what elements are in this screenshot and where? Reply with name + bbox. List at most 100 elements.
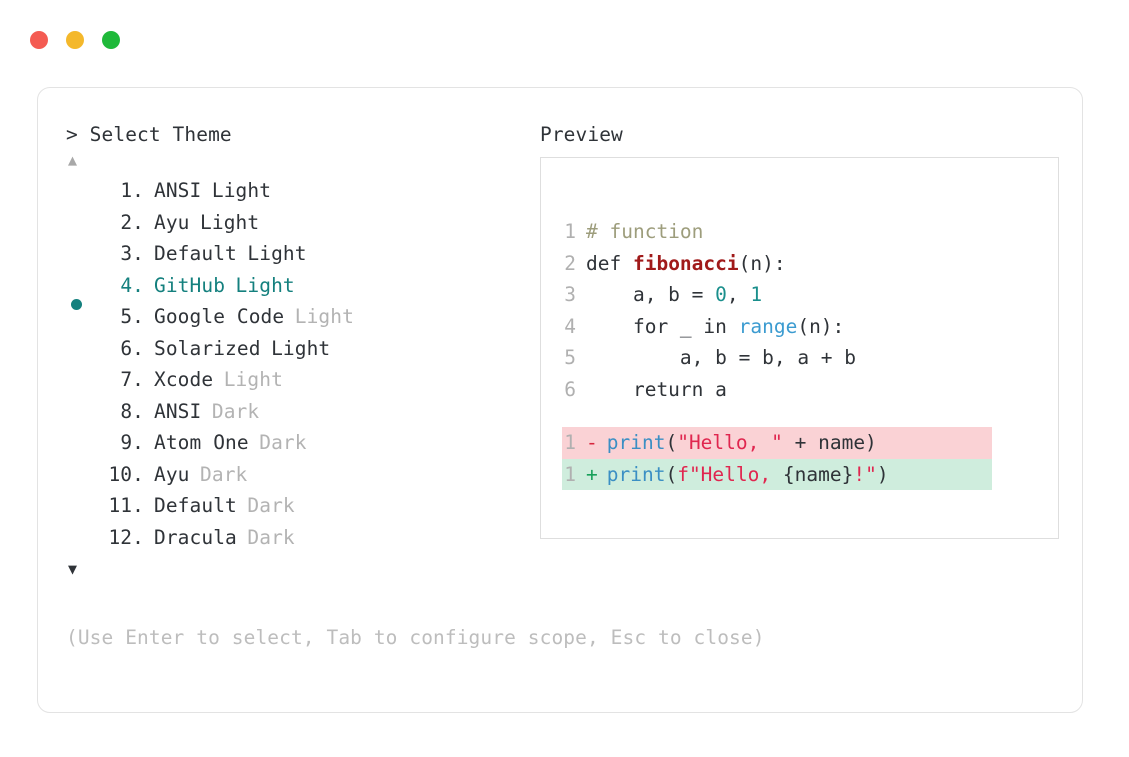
code-token: "Hello, " [677,431,783,454]
theme-item-name: Ayu [154,462,190,486]
theme-list-item[interactable]: 3. Default Light [66,242,536,274]
theme-list-item[interactable]: 7. Xcode Light [66,368,536,400]
code-token: def [586,251,633,275]
theme-item-number: 2. [120,210,144,234]
close-dot[interactable] [30,31,48,49]
theme-item-variant: Dark [259,431,307,454]
theme-item-variant: Light [235,273,295,297]
code-token [595,431,607,454]
theme-item-name: Ayu [154,210,190,234]
theme-list-item[interactable]: 8. ANSI Dark [66,400,536,432]
theme-item-variant: Light [223,368,283,391]
minimize-dot[interactable] [66,31,84,49]
theme-item-name: Google Code [154,305,285,328]
code-token: + name) [782,431,877,454]
theme-item-number: 12. [108,525,144,549]
theme-list-item[interactable]: 2. Ayu Light [66,211,536,243]
theme-item-name: Default [154,242,237,265]
theme-item-number: 6. [120,336,144,360]
code-token: , [726,283,751,306]
code-line: 5 a, b = b, a + b [562,342,1058,374]
code-line: 3 a, b = 0, 1 [562,279,1058,311]
keyboard-hint: (Use Enter to select, Tab to configure s… [66,626,765,649]
scroll-up-icon[interactable]: ▲ [68,151,78,169]
theme-item-variant: Light [271,336,331,360]
theme-item-variant: Light [200,210,260,234]
theme-list-item[interactable]: 5. Google Code Light [66,305,536,337]
diff-marker: - [586,431,598,454]
theme-item-number: 10. [108,462,144,486]
theme-item-number: 7. [120,368,144,391]
diff-line-add: 1+ print(f"Hello, {name}!") [562,458,992,490]
code-token: {name} [782,462,854,486]
theme-item-name: GitHub [154,273,226,297]
theme-item-number: 1. [120,179,144,202]
theme-item-variant: Dark [247,494,295,517]
code-token: print [606,462,666,486]
diff-line-del: 1- print("Hello, " + name) [562,427,992,459]
preview-title: Preview [540,123,623,146]
code-token: a, b = b, a + b [586,346,857,369]
code-token [595,463,607,486]
theme-item-variant: Dark [200,462,248,486]
line-number: 1 [564,431,576,454]
code-token: fibonacci [632,251,739,275]
theme-item-name: Default [154,494,237,517]
line-number: 4 [564,314,576,338]
theme-list-item[interactable]: 12. Dracula Dark [66,526,536,558]
code-token: ) [876,462,889,486]
theme-item-name: Dracula [154,525,237,549]
code-token: (n): [738,251,786,275]
theme-item-number: 3. [120,242,144,265]
code-token: a, b = [586,283,716,306]
diff-marker: + [586,462,598,486]
theme-item-variant: Light [211,179,272,202]
theme-item-name: ANSI [154,399,202,423]
code-token: range [738,314,798,338]
code-token: (n): [797,314,845,338]
theme-item-name: Solarized [154,336,261,360]
maximize-dot[interactable] [102,31,120,49]
theme-item-number: 8. [120,399,144,423]
code-token: for _ in [586,314,739,338]
theme-item-number: 9. [120,431,144,454]
code-token: return a [586,377,727,401]
line-number: 1 [564,220,576,243]
code-line: 2 def fibonacci(n): [562,248,1058,280]
theme-item-variant: Light [247,242,307,265]
code-line: 1 # function [562,216,1058,248]
code-spacer [562,405,1058,427]
code-token: ( [665,462,678,486]
code-token: f"Hello, [677,462,783,486]
code-token: !" [853,462,877,486]
theme-item-variant: Dark [211,399,260,423]
line-number: 5 [564,346,576,369]
theme-item-variant: Light [294,305,354,328]
theme-list-item[interactable]: 10. Ayu Dark [66,463,536,495]
theme-item-name: Xcode [154,368,214,391]
code-token: print [606,431,666,454]
scroll-down-icon[interactable]: ▼ [68,560,78,578]
code-token: # function [586,220,704,243]
selected-bullet-icon [71,298,82,310]
code-line: 4 for _ in range(n): [562,311,1058,343]
code-token: 0 [715,283,727,306]
theme-item-number: 5. [120,305,144,328]
theme-list-item[interactable]: 6. Solarized Light [66,337,536,369]
code-token: ( [665,431,678,454]
line-number: 2 [564,251,576,275]
line-number: 6 [564,377,576,401]
line-number: 3 [564,283,576,306]
code-line: 6 return a [562,374,1058,406]
theme-item-variant: Dark [247,525,295,549]
